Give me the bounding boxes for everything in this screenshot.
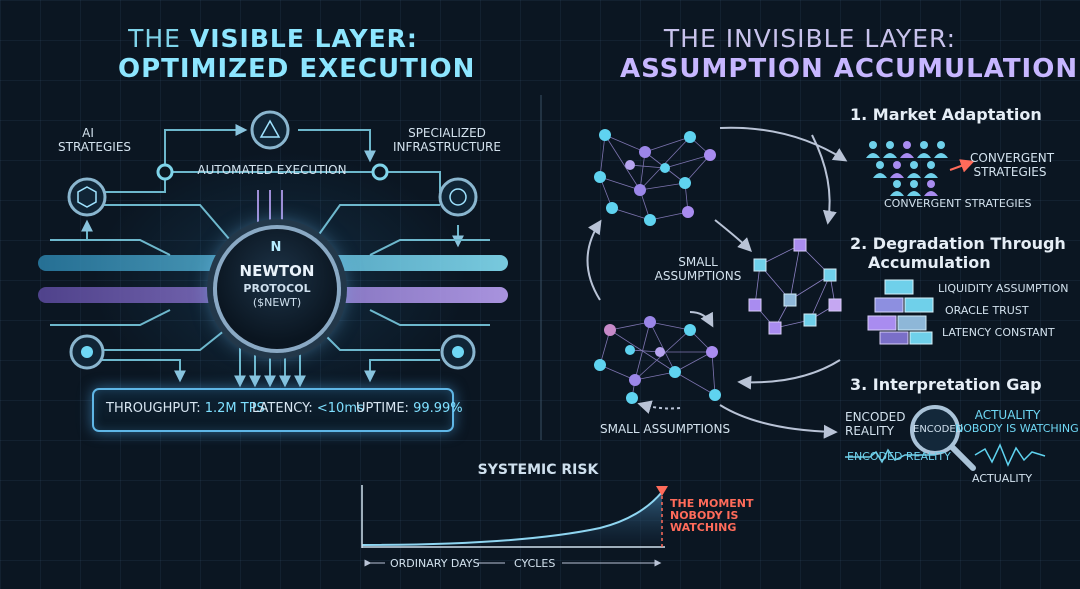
latency-metric: LATENCY: <10ms	[252, 401, 364, 416]
cycles-label: CYCLES	[514, 557, 556, 570]
latency-constant-label: LATENCY CONSTANT	[942, 326, 1055, 339]
people-icon	[866, 141, 948, 196]
infrastructure-node	[438, 177, 478, 217]
right-title-line2: ASSUMPTION ACCUMULATION	[620, 54, 1079, 84]
degradation-title-line1: 2. Degradation Through	[850, 234, 1066, 253]
hub-ticker: ($NEWT)	[252, 296, 302, 309]
flow-arrows	[586, 126, 848, 439]
hub-name: NEWTON	[239, 262, 315, 280]
automated-execution-node	[250, 110, 290, 150]
assumption-cube-network	[754, 244, 836, 329]
assumption-network-top	[599, 134, 711, 221]
circuit-traces	[50, 124, 490, 388]
ai-strategies-node	[67, 177, 107, 217]
bottom-left-node	[69, 334, 105, 370]
newton-protocol-hub	[213, 225, 341, 353]
left-title-line1: THE VISIBLE LAYER:	[128, 24, 418, 53]
assumption-network-bottom	[599, 321, 716, 399]
liquidity-assumption-label: LIQUIDITY ASSUMPTION	[938, 282, 1069, 295]
metrics-bar: THROUGHPUT: 1.2M TPS LATENCY: <10ms UPTI…	[92, 388, 463, 432]
encoded-reality-wave-label: ENCODED REALITY	[847, 450, 951, 463]
market-adaptation-title: 1. Market Adaptation	[850, 105, 1042, 124]
uptime-metric: UPTIME: 99.99%	[356, 401, 463, 416]
newton-logo-icon: N	[270, 240, 282, 255]
stacked-blocks-icon	[867, 279, 934, 345]
encoded-wave	[845, 448, 935, 464]
hub-subname: PROTOCOL	[243, 282, 311, 295]
lens-label: ENCODED	[913, 424, 964, 435]
circuit-nodes	[156, 163, 389, 181]
oracle-trust-label: ORACLE TRUST	[945, 304, 1029, 317]
convergent-arrow	[949, 159, 975, 173]
left-title-line2: OPTIMIZED EXECUTION	[118, 54, 476, 84]
magnifier-icon	[910, 405, 976, 471]
automated-execution-label: AUTOMATED EXECUTION	[197, 163, 347, 177]
assumption-network-bottom-nodes	[594, 316, 721, 404]
interpretation-gap-title: 3. Interpretation Gap	[850, 375, 1042, 394]
assumption-cubes	[748, 238, 842, 335]
small-assumptions-bottom-label: SMALL ASSUMPTIONS	[600, 422, 731, 436]
convergent-strategies-caption: CONVERGENT STRATEGIES	[884, 197, 1032, 210]
actuality-wave	[974, 443, 1046, 467]
degradation-title-line2: Accumulation	[868, 253, 991, 272]
bottom-right-node	[440, 334, 476, 370]
risk-chart	[361, 485, 668, 567]
actuality-bottom-label: ACTUALITY	[972, 472, 1033, 485]
throughput-metric: THROUGHPUT: 1.2M TPS	[106, 401, 265, 416]
systemic-risk-title: SYSTEMIC RISK	[477, 462, 599, 478]
ordinary-days-label: ORDINARY DAYS	[390, 557, 480, 570]
right-title-line1: THE INVISIBLE LAYER:	[663, 24, 957, 53]
assumption-network-top-nodes	[594, 129, 716, 226]
